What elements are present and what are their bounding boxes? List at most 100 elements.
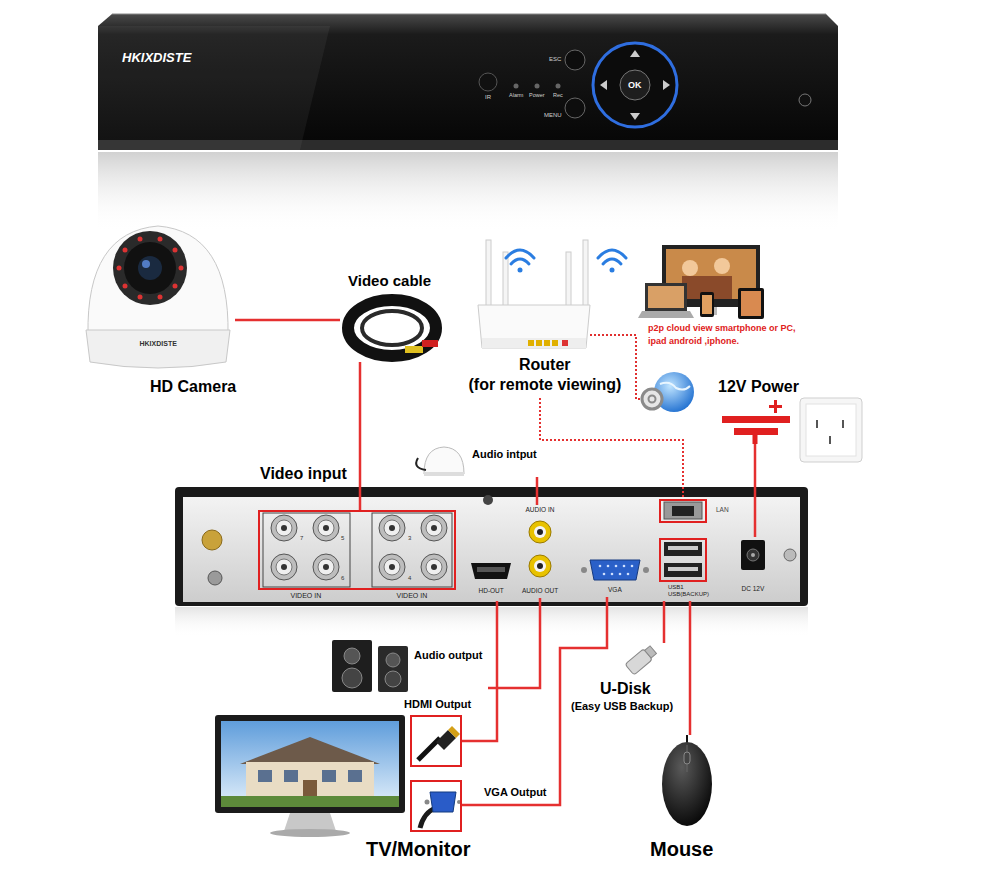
microphone-node: Audio intput	[416, 443, 540, 477]
channel-number: 6	[341, 575, 344, 582]
speakers	[332, 640, 372, 692]
dome-camera	[173, 284, 178, 289]
dvr-rear-panel	[483, 495, 493, 505]
dome-camera	[158, 295, 163, 300]
dvr-rear-panel	[751, 553, 755, 557]
channel-number: 3	[408, 535, 411, 542]
dvr-rear-panel	[313, 554, 339, 580]
vga-connector	[425, 800, 430, 805]
speakers	[385, 671, 401, 687]
component-label: U-Disk	[600, 680, 651, 698]
panel-label: MENU	[544, 112, 562, 119]
dome-camera	[138, 295, 143, 300]
connection-wire	[663, 601, 666, 643]
internet-globe	[642, 372, 694, 412]
connection-wire	[462, 601, 497, 741]
monitor	[246, 762, 374, 798]
cable-node: Video cable	[340, 292, 442, 362]
dvr-front-panel	[630, 113, 640, 120]
viewing-devices	[645, 283, 687, 311]
wall-socket	[806, 404, 856, 456]
router	[486, 240, 491, 310]
monitor	[215, 715, 405, 813]
dvr-rear-panel	[529, 555, 551, 577]
router	[478, 305, 590, 348]
router	[478, 240, 590, 348]
component-label: HD Camera	[150, 378, 236, 396]
viewing-devices	[702, 295, 712, 314]
microphone	[416, 458, 426, 470]
port-node: HD-OUT	[466, 560, 516, 601]
power-symbol	[753, 435, 758, 444]
router	[528, 340, 534, 346]
connection-wire	[235, 319, 340, 322]
router	[482, 338, 586, 348]
usb-disk	[645, 646, 657, 658]
camera-node: HD Camera	[85, 218, 235, 370]
wifi-icon	[506, 250, 534, 258]
port-label: VIDEO IN	[397, 592, 428, 600]
monitor	[215, 715, 405, 837]
dvr-front-panel	[479, 73, 497, 91]
component-label: Audio intput	[472, 448, 537, 461]
wifi-icon	[506, 250, 626, 264]
viewing-devices	[682, 260, 698, 276]
component-label: Video input	[260, 465, 347, 483]
port-node: LAN	[659, 499, 707, 523]
brand-logo: HKIXDISTE	[140, 340, 177, 348]
port-label: LAN	[716, 506, 729, 513]
dome-camera	[123, 248, 128, 253]
component-label: 12V Power	[718, 378, 799, 396]
dvr-rear-panel	[619, 573, 622, 576]
connection-wire	[536, 477, 539, 505]
dvr-rear-panel	[611, 573, 614, 576]
dvr-rear-panel	[590, 560, 640, 580]
monitor	[221, 721, 399, 807]
monitor	[348, 770, 362, 782]
usb-disk-node: U-Disk(Easy USB Backup)	[568, 643, 682, 719]
dvr-rear-panel	[421, 554, 447, 580]
panel-label: IR	[485, 94, 491, 101]
video-cable	[422, 340, 438, 347]
dvr-rear-panel	[313, 515, 339, 541]
dvr-rear-panel	[741, 540, 765, 570]
dvr-rear-panel	[664, 502, 702, 519]
dvr-rear-panel	[183, 497, 800, 602]
vga-connector	[430, 792, 456, 812]
power-symbol	[734, 428, 778, 435]
speakers	[344, 648, 360, 664]
dvr-rear-panel	[664, 563, 702, 577]
dvr-front-panel	[535, 84, 540, 89]
wall-socket	[800, 398, 862, 462]
dvr-front-panel	[630, 50, 640, 57]
mouse	[684, 752, 690, 764]
dvr-rear-panel	[379, 554, 405, 580]
dvr-rear-panel	[631, 565, 634, 568]
power-symbol	[722, 400, 790, 444]
dome-camera	[158, 237, 163, 242]
dvr-rear-panel	[581, 567, 587, 573]
component-label: Router	[519, 356, 571, 374]
dvr-rear-panel	[263, 513, 350, 587]
dvr-rear-panel	[672, 506, 694, 516]
dome-camera	[173, 248, 178, 253]
dome-camera	[124, 242, 176, 294]
dvr-rear-panel	[379, 515, 405, 541]
video-cable	[405, 346, 423, 353]
panel-label: Alarm	[509, 92, 523, 98]
hdmi-connector	[448, 726, 460, 738]
microphone	[424, 472, 464, 476]
viewing-devices	[638, 245, 764, 319]
dome-camera	[179, 266, 184, 271]
dvr-rear-panel	[271, 554, 297, 580]
usb-disk	[625, 644, 658, 675]
viewing-devices	[738, 288, 764, 319]
port-label: DC 12V	[742, 585, 765, 592]
component-label: (for remote viewing)	[469, 376, 622, 394]
dvr-rear-panel	[615, 565, 618, 568]
dome-camera	[138, 237, 143, 242]
router	[583, 240, 588, 310]
port-label: HD-OUT	[479, 587, 504, 594]
port-label: AUDIO IN	[526, 506, 555, 513]
wall-socket	[829, 436, 831, 444]
